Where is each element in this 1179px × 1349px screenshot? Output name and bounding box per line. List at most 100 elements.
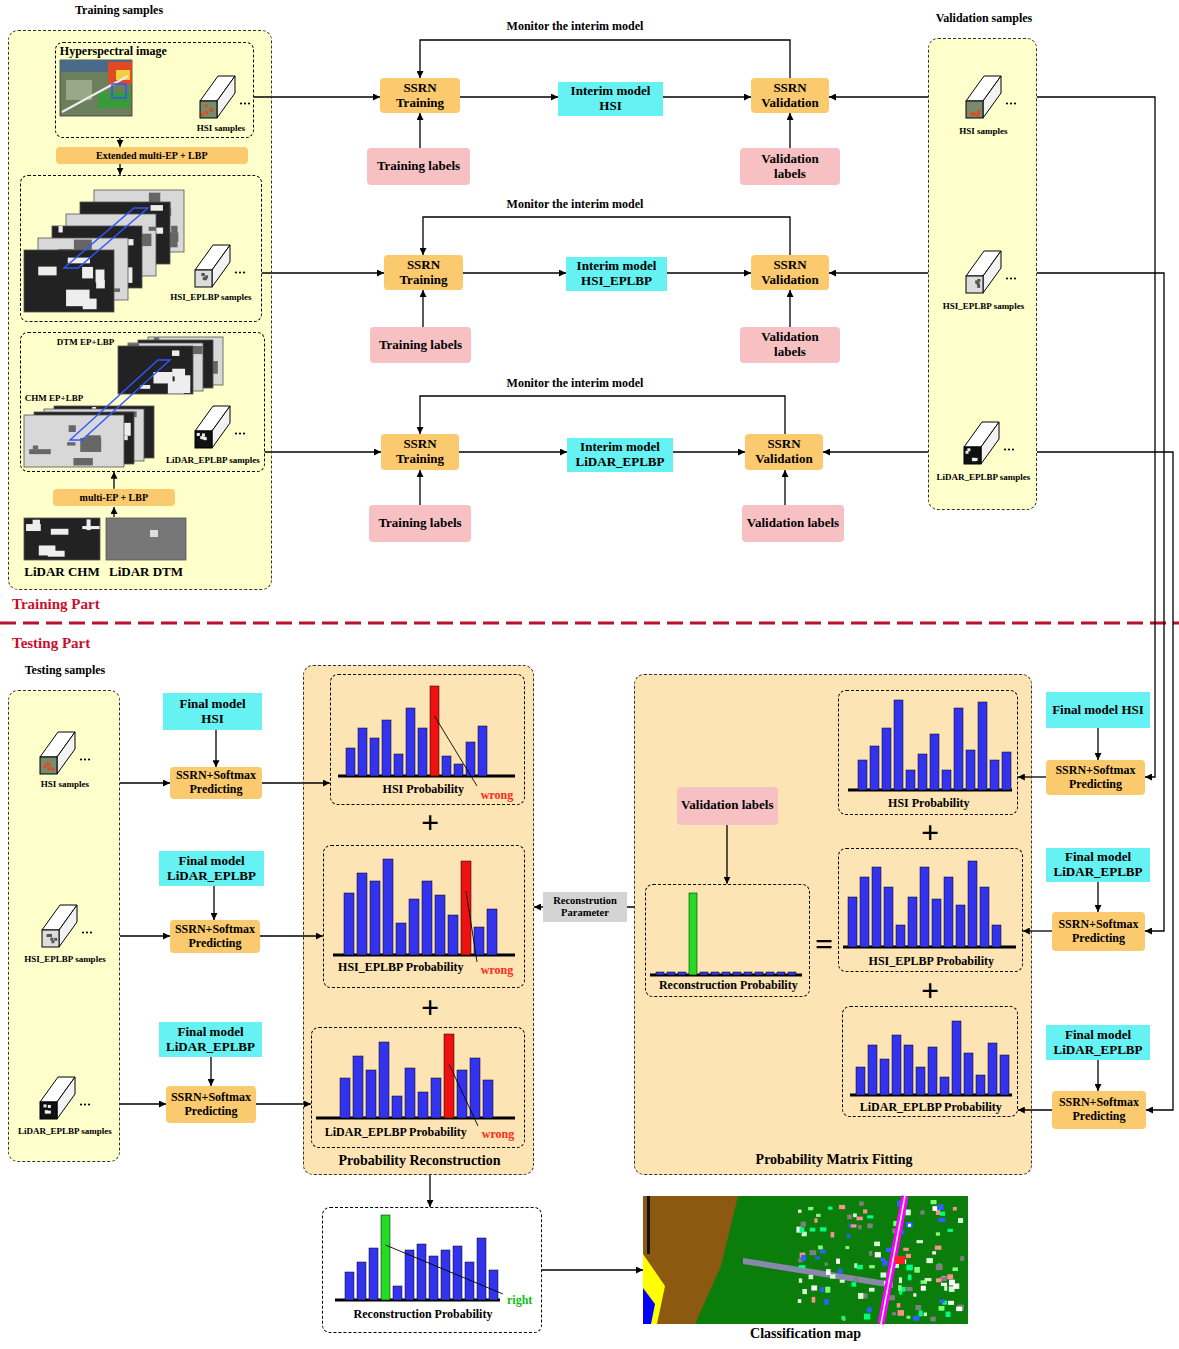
classification-map [857, 1265, 863, 1269]
classification-map [856, 1217, 862, 1221]
probability-bar [700, 972, 708, 975]
classification-map [643, 1196, 738, 1324]
model-box: Final model HSI [163, 693, 262, 730]
connector-arrow [419, 113, 420, 148]
connector-arrow [1097, 1060, 1098, 1091]
connector-arrow [789, 113, 790, 148]
connector-arrow [260, 935, 323, 936]
classification-map [913, 1316, 919, 1321]
feature-image [154, 372, 173, 383]
hyperspectral-image [98, 92, 130, 108]
node-text: wrong [481, 964, 526, 978]
input-arrow [113, 507, 114, 517]
probability-bar [952, 1021, 961, 1095]
classification-map [826, 1269, 831, 1275]
node-text: LiDAR_EPLBP Probability [843, 1101, 1019, 1115]
sample-cube [197, 433, 200, 436]
sample-cube [212, 406, 230, 448]
dashed-box: HSI Probabilitywrong [330, 674, 525, 805]
ellipsis-dots [1004, 448, 1006, 450]
classification-map [874, 1242, 880, 1246]
connector-arrow [789, 290, 790, 327]
probability-bar [954, 708, 963, 790]
connector-arrow [459, 451, 567, 452]
node-text: Validation samples [909, 12, 1059, 26]
probability-bar [431, 1078, 441, 1118]
node-text: Final model LiDAR_EPLBP [163, 1025, 258, 1055]
classification-map [897, 1303, 901, 1307]
probability-bar [858, 760, 867, 790]
model-box: Final model LiDAR_EPLBP [159, 1022, 262, 1057]
dashed-box: LiDAR_EPLBP Probability wrong [311, 1027, 525, 1148]
sample-cube [50, 938, 53, 941]
probability-bar [908, 897, 917, 947]
ellipsis-dots [1010, 102, 1012, 104]
classification-map [875, 1252, 881, 1257]
classification-map [880, 1272, 886, 1277]
classification-map [881, 1196, 905, 1324]
classification-map [958, 1218, 963, 1223]
sample-cube [47, 763, 50, 766]
probability-bar [788, 972, 796, 975]
part-heading: Training Part [12, 597, 100, 612]
classification-map [906, 1287, 912, 1291]
sample-cube [983, 76, 1001, 118]
classification-map [935, 1246, 942, 1250]
feature-image [29, 449, 51, 454]
classification-map [946, 1312, 951, 1317]
classification-map [847, 1215, 852, 1219]
label-box: Training labels [370, 327, 471, 363]
classification-map [643, 1196, 968, 1324]
connector-arrow [829, 96, 928, 97]
node-text: SSRN+Softmax Predicting [1050, 764, 1141, 792]
node-text: wrong [482, 1128, 526, 1142]
node-text: HSI samples [11, 779, 119, 789]
node-text: LiDAR_EPLBP Probability [314, 1126, 478, 1140]
probability-bar [1002, 752, 1011, 790]
edge-label: Monitor the interim model [504, 377, 647, 391]
sample-cube [970, 113, 973, 116]
model-box: Final model LiDAR_EPLBP [159, 851, 264, 886]
node-text: Testing samples [0, 664, 131, 678]
classification-map [867, 1215, 873, 1218]
node-text: Final model LiDAR_EPLBP [163, 854, 260, 884]
node-text: HSI_EPLBP samples [11, 954, 119, 964]
leader-line [386, 1245, 504, 1294]
process-box: SSRN Training [380, 78, 460, 113]
probability-bar [394, 754, 403, 776]
classification-map [831, 1232, 835, 1237]
classification-map [847, 1234, 850, 1238]
process-box: SSRN+Softmax Predicting [1046, 760, 1145, 795]
probability-bar [966, 750, 975, 790]
classification-map [845, 1246, 849, 1249]
classification-map [960, 1256, 964, 1261]
classification-map [953, 1283, 959, 1288]
classification-map [920, 1210, 924, 1214]
connector-arrow [726, 825, 727, 884]
node-text: SSRN+Softmax Predicting [1056, 1096, 1142, 1124]
classification-map [948, 1229, 953, 1232]
node-text: HSI Probability [839, 797, 1019, 811]
node-text: Interim model HSI_EPLBP [570, 259, 663, 289]
probability-bar [990, 760, 999, 790]
edge-label: Monitor the interim model [504, 20, 647, 34]
probability-bar [382, 720, 391, 776]
classification-map [936, 1278, 941, 1282]
feature-image [24, 250, 114, 312]
probability-bar [928, 1047, 937, 1095]
node-text: Training labels [371, 159, 466, 174]
process-box: SSRN Training [384, 255, 463, 290]
classification-map [836, 1259, 840, 1264]
classification-map [816, 1214, 821, 1217]
dashed-box: Hyperspectral imageHSI samples [55, 42, 254, 138]
classification-map [915, 1305, 921, 1310]
sample-cube [47, 767, 50, 770]
node-text: SSRN+Softmax Predicting [174, 923, 256, 951]
process-box: SSRN Validation [751, 78, 829, 113]
model-box: Interim model HSI_EPLBP [566, 257, 667, 291]
ellipsis-dots [1006, 102, 1008, 104]
probability-bar [383, 859, 393, 955]
classification-map [892, 1312, 896, 1315]
node-text: LiDAR_EPLBP samples [11, 1126, 119, 1136]
node-text: Classification map [643, 1326, 968, 1342]
